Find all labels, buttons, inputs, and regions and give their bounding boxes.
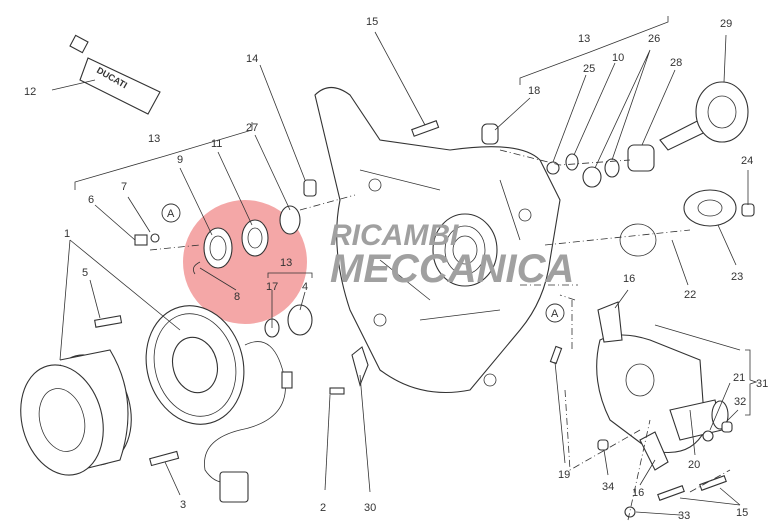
label-25: 25: [583, 63, 595, 75]
label-4: 4: [302, 281, 308, 293]
label-13c: 13: [578, 33, 590, 45]
label-5: 5: [82, 267, 88, 279]
label-22: 22: [684, 289, 696, 301]
stator: [145, 305, 293, 503]
label-33: 33: [678, 510, 690, 522]
label-30: 30: [364, 502, 376, 514]
label-14: 14: [246, 53, 258, 65]
label-28: 28: [670, 57, 682, 69]
svg-text:A: A: [167, 208, 175, 220]
label-7: 7: [121, 181, 127, 193]
water-pump-cover: [411, 120, 733, 518]
label-32: 32: [734, 396, 746, 408]
label-9: 9: [177, 154, 183, 166]
label-19: 19: [558, 469, 570, 481]
label-13b: 13: [280, 257, 292, 269]
bearings-left: [94, 179, 369, 467]
group-brackets: [74, 16, 758, 416]
label-20: 20: [688, 459, 700, 471]
label-34: 34: [602, 481, 614, 493]
label-26: 26: [648, 33, 660, 45]
label-29: 29: [720, 18, 732, 30]
reference-marker-a-2: A: [545, 303, 565, 323]
reference-marker-a-1: A: [161, 203, 181, 223]
label-12: 12: [24, 86, 36, 98]
label-16: 16: [623, 273, 635, 285]
label-23: 23: [731, 271, 743, 283]
label-21: 21: [733, 372, 745, 384]
leader-lines: [51, 31, 749, 516]
alignment-lines: [149, 149, 731, 521]
label-10: 10: [612, 52, 624, 64]
label-16b: 16: [632, 487, 644, 499]
watermark-logo: RICAMBI MECCANICA: [330, 219, 574, 291]
crankcase-cover: [314, 86, 561, 393]
label-6: 6: [88, 194, 94, 206]
svg-text:RICAMBI: RICAMBI: [330, 219, 459, 252]
svg-text:MECCANICA: MECCANICA: [330, 247, 574, 291]
label-3: 3: [180, 499, 186, 511]
svg-text:A: A: [551, 308, 559, 320]
label-31: 31: [756, 378, 768, 390]
water-pump-parts-upper: [481, 81, 755, 257]
label-27: 27: [246, 122, 258, 134]
rotor: [20, 349, 132, 476]
label-17: 17: [266, 281, 278, 293]
label-18: 18: [528, 85, 540, 97]
label-2: 2: [320, 502, 326, 514]
part-labels: 12 13 6 7 9 11 27 14 15 1 5 8 13 17 4 3 …: [24, 16, 768, 522]
label-8: 8: [234, 291, 240, 303]
label-24: 24: [741, 155, 753, 167]
label-11: 11: [211, 138, 222, 150]
grease-tube: DUCATI: [69, 34, 161, 115]
label-15b: 15: [736, 507, 748, 519]
label-15: 15: [366, 16, 378, 28]
label-1: 1: [64, 228, 70, 240]
label-13: 13: [148, 133, 160, 145]
